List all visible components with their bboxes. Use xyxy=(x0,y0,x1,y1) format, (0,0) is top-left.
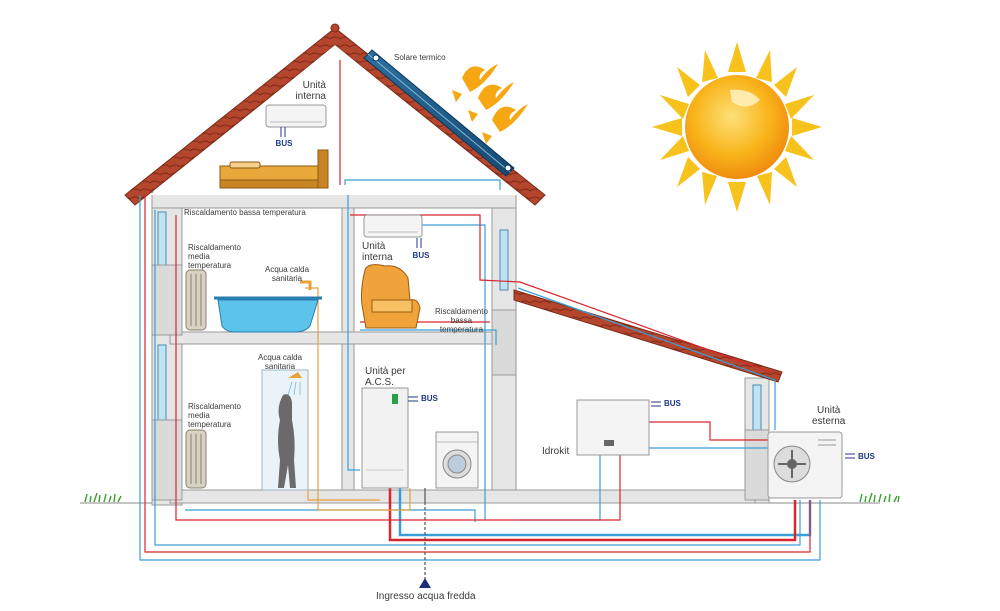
solar-panel xyxy=(363,49,515,177)
grass-right-icon xyxy=(859,492,900,503)
bus-mid: BUS xyxy=(412,251,430,260)
indoor-unit-mid xyxy=(363,214,423,238)
armchair-icon xyxy=(360,264,421,329)
indoor-unit-top xyxy=(265,104,327,128)
label-risc-media-1: Riscaldamento media temperatura xyxy=(188,243,241,270)
radiator-bottom-icon xyxy=(185,429,207,489)
washing-machine-icon xyxy=(435,431,479,489)
label-unit-ext: Unità esterna xyxy=(812,405,846,427)
bathtub-icon xyxy=(214,280,322,333)
label-ingresso: Ingresso acqua fredda xyxy=(376,591,476,602)
label-acqua-calda-2: Acqua calda sanitaria xyxy=(258,353,303,371)
label-risc-media-2: Riscaldamento media temperatura xyxy=(188,402,241,429)
bus-idrokit: BUS xyxy=(664,399,681,408)
bus-acs: BUS xyxy=(421,394,438,403)
label-risc-bassa-top: Riscaldamento bassa temperatura xyxy=(184,208,306,217)
bus-top: BUS xyxy=(275,139,293,148)
idrokit-unit xyxy=(576,399,650,456)
label-unit-int-mid: Unità interna xyxy=(362,241,393,263)
shower-icon xyxy=(261,369,309,491)
label-idrokit: Idrokit xyxy=(542,446,570,457)
bus-arrows xyxy=(280,127,855,459)
outdoor-unit xyxy=(767,431,843,499)
radiator-top-icon xyxy=(185,269,207,331)
label-acqua-calda-1: Acqua calda sanitaria xyxy=(265,265,310,283)
label-unit-int-top: Unità interna xyxy=(295,80,326,102)
label-unit-acs: Unità per A.C.S. xyxy=(365,366,406,388)
acs-tank xyxy=(361,387,409,489)
grass-left-icon xyxy=(84,492,122,503)
bus-ext: BUS xyxy=(858,452,875,461)
main-roof xyxy=(124,23,546,206)
bed-icon xyxy=(219,149,329,189)
sun-rays-icon xyxy=(452,64,528,144)
pipes xyxy=(139,60,821,580)
sun-icon xyxy=(652,42,822,212)
label-risc-bassa-mid: Riscaldamento bassa temperatura xyxy=(435,307,488,334)
inlet-arrow-icon xyxy=(419,578,431,588)
label-solar: Solare termico xyxy=(394,53,446,62)
